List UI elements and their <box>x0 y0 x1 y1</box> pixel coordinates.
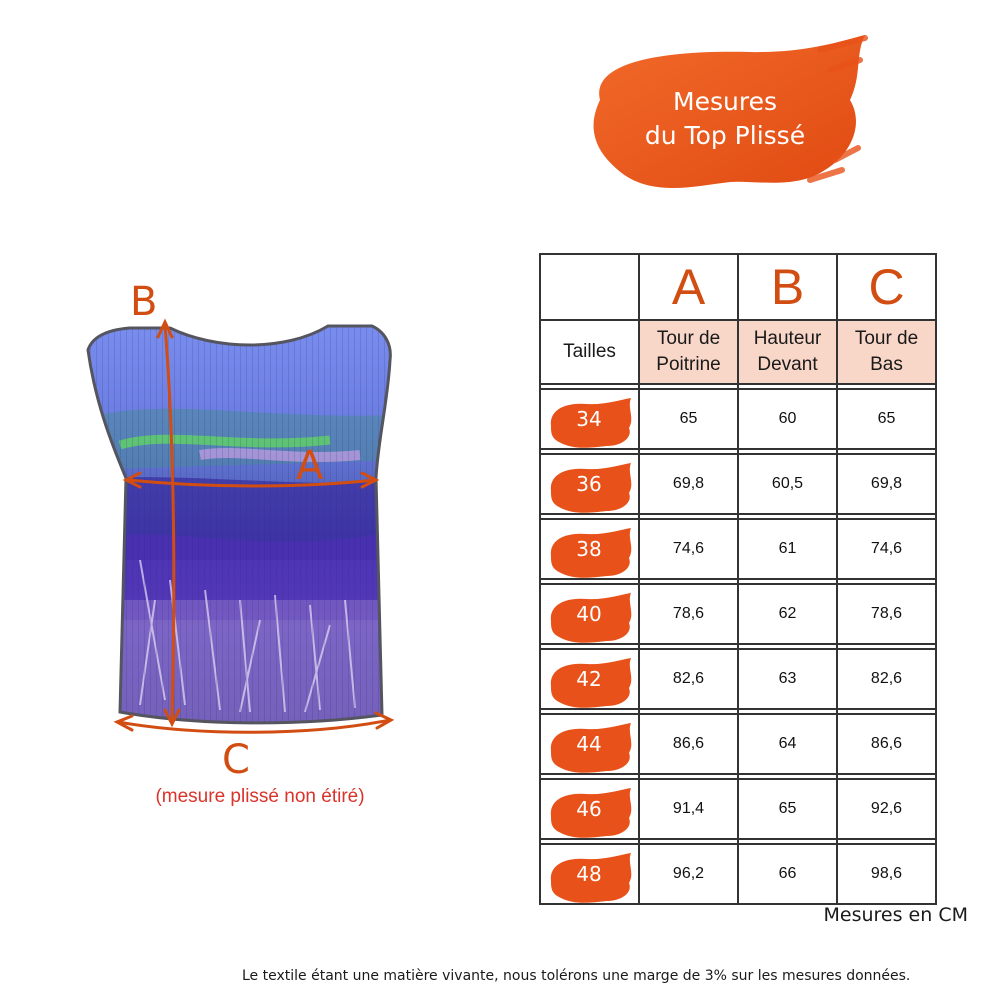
header-desc-a-line-2: Poitrine <box>656 354 721 375</box>
header-desc-c-line-1: Tour de <box>854 328 919 349</box>
size-table: A B C Tailles Tour de Poitrine Hauteur D… <box>539 253 937 905</box>
disclaimer: Le textile étant une matière vivante, no… <box>242 968 911 984</box>
row-gap <box>539 448 937 455</box>
header-tailles: Tailles <box>539 319 640 385</box>
value-a: 96,2 <box>638 843 739 905</box>
chest-line-a <box>126 478 377 488</box>
pleated-top-image <box>86 318 395 734</box>
value-a: 82,6 <box>638 648 739 710</box>
header-letter-c: C <box>836 253 937 321</box>
hem-line-c <box>116 718 392 734</box>
size-brush-icon <box>550 658 632 708</box>
value-a: 74,6 <box>638 518 739 580</box>
size-label: 48 <box>576 862 602 886</box>
value-c: 98,6 <box>836 843 937 905</box>
size-brush-icon <box>550 398 632 448</box>
label-b: B <box>130 279 158 325</box>
title-line-1: Mesures <box>673 87 777 116</box>
label-a: A <box>296 443 324 489</box>
height-line-b <box>163 323 176 722</box>
value-b: 61 <box>737 518 838 580</box>
value-c: 86,6 <box>836 713 937 775</box>
title-line-2: du Top Plissé <box>644 121 806 150</box>
size-brush-icon <box>550 723 632 773</box>
header-desc-c: Tour de Bas <box>836 319 937 385</box>
header-letters-row: A B C <box>539 253 937 321</box>
size-label: 46 <box>576 797 602 821</box>
header-letter-b: B <box>737 253 838 321</box>
value-a: 65 <box>638 388 739 450</box>
size-cell: 48 <box>539 843 640 905</box>
size-cell: 34 <box>539 388 640 450</box>
size-brush-icon <box>550 528 632 578</box>
value-c: 92,6 <box>836 778 937 840</box>
size-brush-icon <box>550 853 632 903</box>
row-gap <box>539 773 937 780</box>
row-gap <box>539 513 937 520</box>
size-label: 44 <box>576 732 602 756</box>
row-gap <box>539 578 937 585</box>
header-desc-a-line-1: Tour de <box>656 328 721 349</box>
units-label: Mesures en CM <box>823 904 968 926</box>
row-gap <box>539 643 937 650</box>
header-desc-c-line-2: Bas <box>870 354 903 375</box>
paint-stroke-icon <box>593 35 868 188</box>
size-brush-icon <box>550 788 632 838</box>
value-a: 86,6 <box>638 713 739 775</box>
value-c: 65 <box>836 388 937 450</box>
value-b: 65 <box>737 778 838 840</box>
size-cell: 42 <box>539 648 640 710</box>
size-label: 36 <box>576 472 602 496</box>
page-title: Mesures du Top Plissé <box>600 85 850 153</box>
row-gap <box>539 838 937 845</box>
value-c: 69,8 <box>836 453 937 515</box>
value-a: 78,6 <box>638 583 739 645</box>
value-b: 62 <box>737 583 838 645</box>
size-label: 34 <box>576 407 602 431</box>
value-b: 60 <box>737 388 838 450</box>
header-gap-row <box>539 383 937 390</box>
size-label: 42 <box>576 667 602 691</box>
header-desc-a: Tour de Poitrine <box>638 319 739 385</box>
value-c: 78,6 <box>836 583 937 645</box>
size-brush-icon <box>550 593 632 643</box>
header-desc-b: Hauteur Devant <box>737 319 838 385</box>
size-cell: 44 <box>539 713 640 775</box>
measurement-note: (mesure plissé non étiré) <box>155 786 365 807</box>
size-cell: 46 <box>539 778 640 840</box>
label-c: C <box>222 737 250 783</box>
value-b: 66 <box>737 843 838 905</box>
header-letter-a: A <box>638 253 739 321</box>
value-c: 74,6 <box>836 518 937 580</box>
size-label: 40 <box>576 602 602 626</box>
garment-illustration: B A C (mesure plissé non étiré) <box>0 0 520 830</box>
value-b: 60,5 <box>737 453 838 515</box>
value-a: 91,4 <box>638 778 739 840</box>
value-c: 82,6 <box>836 648 937 710</box>
header-desc-b-line-2: Devant <box>757 354 818 375</box>
size-label: 38 <box>576 537 602 561</box>
value-a: 69,8 <box>638 453 739 515</box>
size-cell: 38 <box>539 518 640 580</box>
size-cell: 40 <box>539 583 640 645</box>
title-badge: Mesures du Top Plissé <box>580 30 870 210</box>
size-brush-icon <box>550 463 632 513</box>
row-gap <box>539 708 937 715</box>
header-desc-row: Tailles Tour de Poitrine Hauteur Devant … <box>539 319 937 385</box>
value-b: 64 <box>737 713 838 775</box>
value-b: 63 <box>737 648 838 710</box>
header-empty-cell <box>539 253 640 321</box>
size-cell: 36 <box>539 453 640 515</box>
header-desc-b-line-1: Hauteur <box>753 328 822 349</box>
